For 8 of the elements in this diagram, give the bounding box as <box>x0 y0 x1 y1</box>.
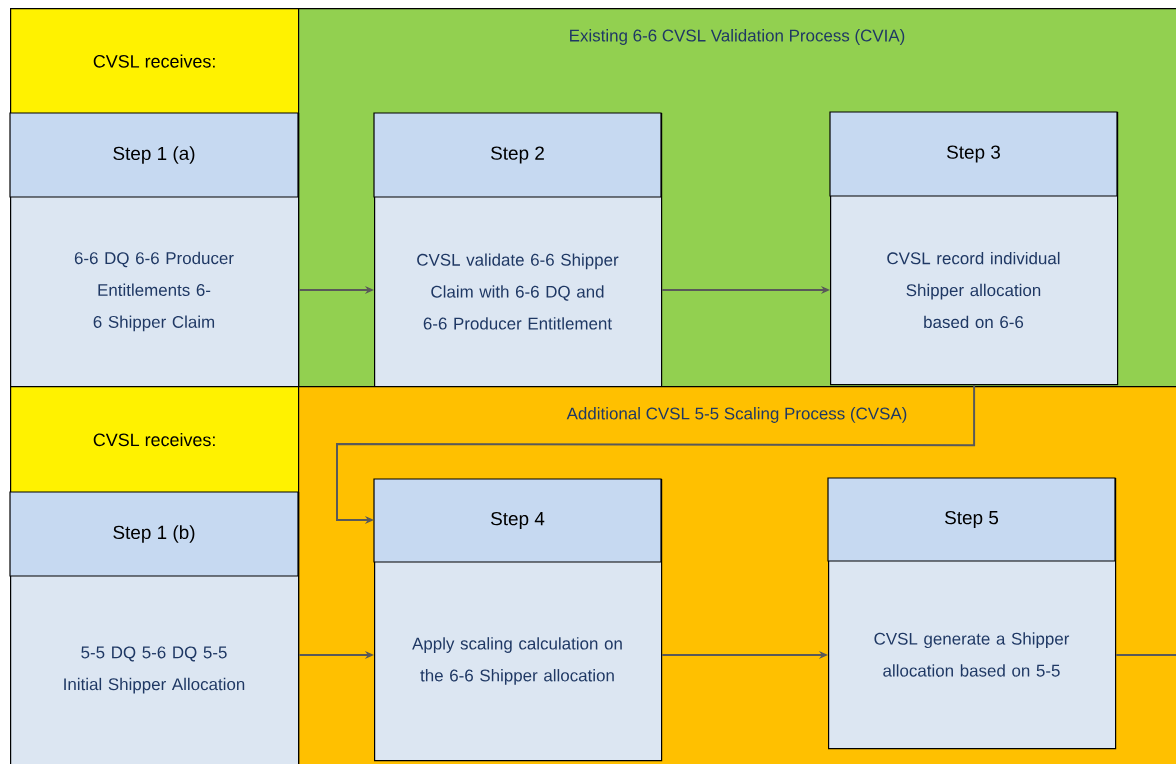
label-box: CVSL receives: <box>10 386 300 494</box>
step-box: Step 1 (b) 5-5 DQ 5-6 DQ 5-5 Initial Shipper Allocation <box>9 491 300 764</box>
step-box: Step 4 Apply scaling calculation on the 6-6 Shipper allocation <box>373 478 663 762</box>
label-box: CVSL receives: <box>10 8 300 115</box>
step-box: Step 1 (a) 6-6 DQ 6-6 Producer Entitlements 6-6 Shipper Claim <box>9 112 300 388</box>
step-box: Step 3 CVSL record individual Shipper allocation based on 6-6 <box>829 111 1119 386</box>
step-box: Step 5 CVSL generate a Shipper allocation based on 5-5 <box>827 477 1117 750</box>
step-box: Step 2 CVSL validate 6-6 Shipper Claim with 6-6 DQ and 6-6 Producer Entitlement <box>373 112 663 388</box>
